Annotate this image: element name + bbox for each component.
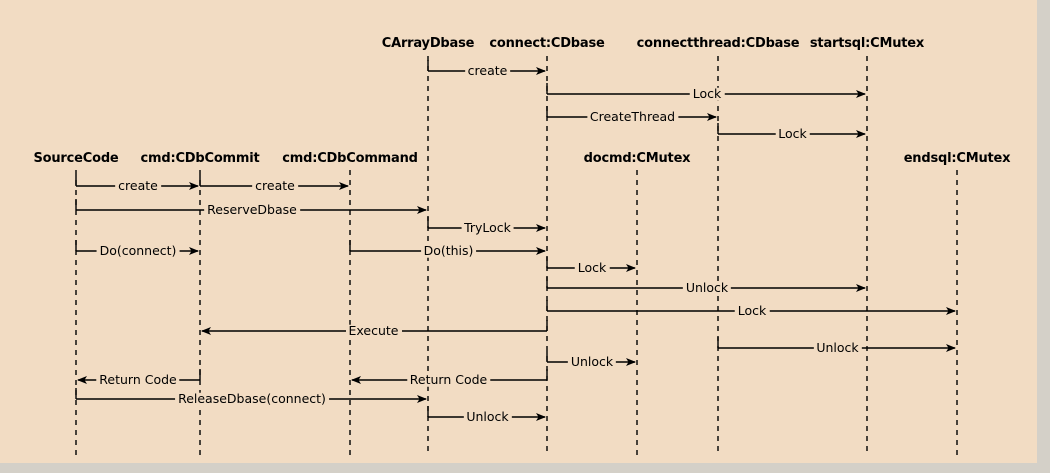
message-label-m05: create xyxy=(115,179,161,193)
message-label-m13: Lock xyxy=(734,304,770,318)
message-label-m18: Return Code xyxy=(96,373,180,387)
message-label-m07: ReserveDbase xyxy=(204,203,300,217)
lifeline-label-connectthread: connectthread:CDbase xyxy=(636,36,800,51)
lifeline-label-sourcecode: SourceCode xyxy=(33,151,119,166)
lifeline-label-docmd_cmutex: docmd:CMutex xyxy=(583,151,691,166)
message-label-m16: Unlock xyxy=(567,355,617,369)
message-label-m10: Do(this) xyxy=(420,244,477,258)
message-label-m04: Lock xyxy=(775,127,810,141)
message-label-m02: Lock xyxy=(689,87,725,101)
message-label-m17: Return Code xyxy=(406,373,491,387)
lifeline-label-carraydbase: CArrayDbase xyxy=(381,36,475,51)
lifeline-label-cmd_cdbcommit: cmd:CDbCommit xyxy=(140,151,260,166)
sequence-diagram-svg xyxy=(75,56,958,455)
message-label-m19: ReleaseDbase(connect) xyxy=(175,392,329,406)
message-label-m12: Unlock xyxy=(682,281,732,295)
message-label-m01: create xyxy=(464,64,511,78)
sequence-diagram: SourceCode cmd:CDbCommit cmd:CDbCommand CAr… xyxy=(0,0,1037,463)
message-label-m09: Do(connect) xyxy=(96,244,180,258)
message-label-m20: Unlock xyxy=(463,410,512,424)
lifeline-label-endsql_cmutex: endsql:CMutex xyxy=(903,151,1011,166)
messages-layer xyxy=(75,60,956,421)
message-label-m06: create xyxy=(252,179,298,193)
lifeline-label-startsql_cmutex: startsql:CMutex xyxy=(809,36,925,51)
lifelines-layer xyxy=(75,56,958,455)
message-label-m08: TryLock xyxy=(461,221,514,235)
message-label-m15: Unlock xyxy=(813,341,862,355)
message-label-m11: Lock xyxy=(574,261,610,275)
lifeline-label-cmd_cdbcommand: cmd:CDbCommand xyxy=(282,151,418,166)
message-label-m03: CreateThread xyxy=(586,110,679,124)
message-label-m14: Execute xyxy=(345,324,402,338)
lifeline-label-connect_cdbase: connect:CDbase xyxy=(489,36,605,51)
